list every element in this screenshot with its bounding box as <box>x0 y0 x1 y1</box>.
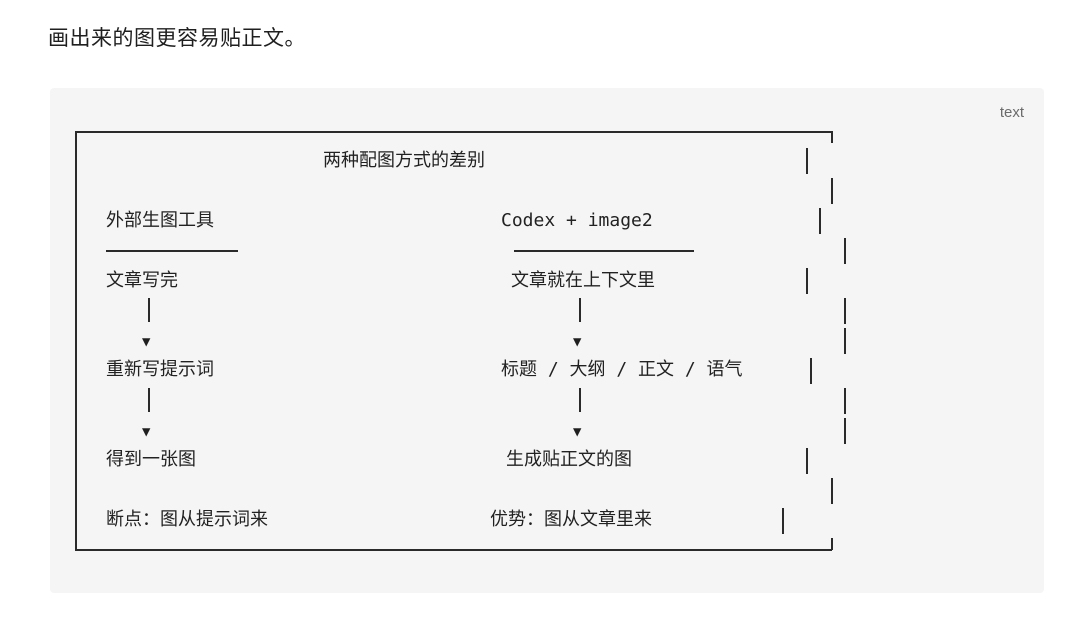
right-step-3: 生成贴正文的图 <box>506 449 632 470</box>
down-arrow-icon: ▼ <box>142 334 151 350</box>
right-edge-bar <box>819 208 821 234</box>
right-connector-line <box>579 388 581 412</box>
box-top-border <box>75 131 832 133</box>
right-edge-bar <box>831 178 833 204</box>
box-left-border <box>75 131 77 550</box>
down-arrow-icon: ▼ <box>573 334 582 350</box>
diagram-title: 两种配图方式的差别 <box>323 150 485 171</box>
left-summary: 断点：图从提示词来 <box>106 509 268 530</box>
right-edge-bar <box>782 508 784 534</box>
box-top-right-tick <box>831 131 833 143</box>
left-step-2: 重新写提示词 <box>106 359 214 380</box>
left-step-1: 文章写完 <box>106 270 178 291</box>
code-block: text 两种配图方式的差别 外部生图工具 文章写完 ▼ 重新写提示词 ▼ 得到 <box>50 88 1044 593</box>
right-edge-bar <box>831 478 833 504</box>
intro-paragraph: 画出来的图更容易贴正文。 <box>48 26 306 50</box>
left-column-heading: 外部生图工具 <box>106 210 214 231</box>
right-edge-bar <box>844 238 846 264</box>
right-edge-bar <box>844 328 846 354</box>
code-language-label: text <box>999 104 1024 121</box>
left-connector-line <box>148 388 150 412</box>
right-edge-bar <box>806 448 808 474</box>
right-edge-bar <box>844 418 846 444</box>
right-edge-bar <box>844 388 846 414</box>
left-connector-line <box>148 298 150 322</box>
ascii-diagram: 两种配图方式的差别 外部生图工具 文章写完 ▼ 重新写提示词 ▼ 得到一张图 断… <box>50 88 1044 593</box>
down-arrow-icon: ▼ <box>142 424 151 440</box>
down-arrow-icon: ▼ <box>573 424 582 440</box>
right-column-heading: Codex + image2 <box>501 210 653 231</box>
right-step-1: 文章就在上下文里 <box>511 270 655 291</box>
box-bottom-border <box>75 549 832 551</box>
right-edge-bar <box>806 148 808 174</box>
left-step-3: 得到一张图 <box>106 449 196 470</box>
right-heading-underline <box>514 250 694 252</box>
left-heading-underline <box>106 250 238 252</box>
right-edge-bar <box>810 358 812 384</box>
box-bottom-right-tick <box>831 538 833 550</box>
right-summary: 优势：图从文章里来 <box>490 509 652 530</box>
right-edge-bar <box>806 268 808 294</box>
right-connector-line <box>579 298 581 322</box>
right-edge-bar <box>844 298 846 324</box>
right-step-2: 标题 / 大纲 / 正文 / 语气 <box>501 359 743 380</box>
